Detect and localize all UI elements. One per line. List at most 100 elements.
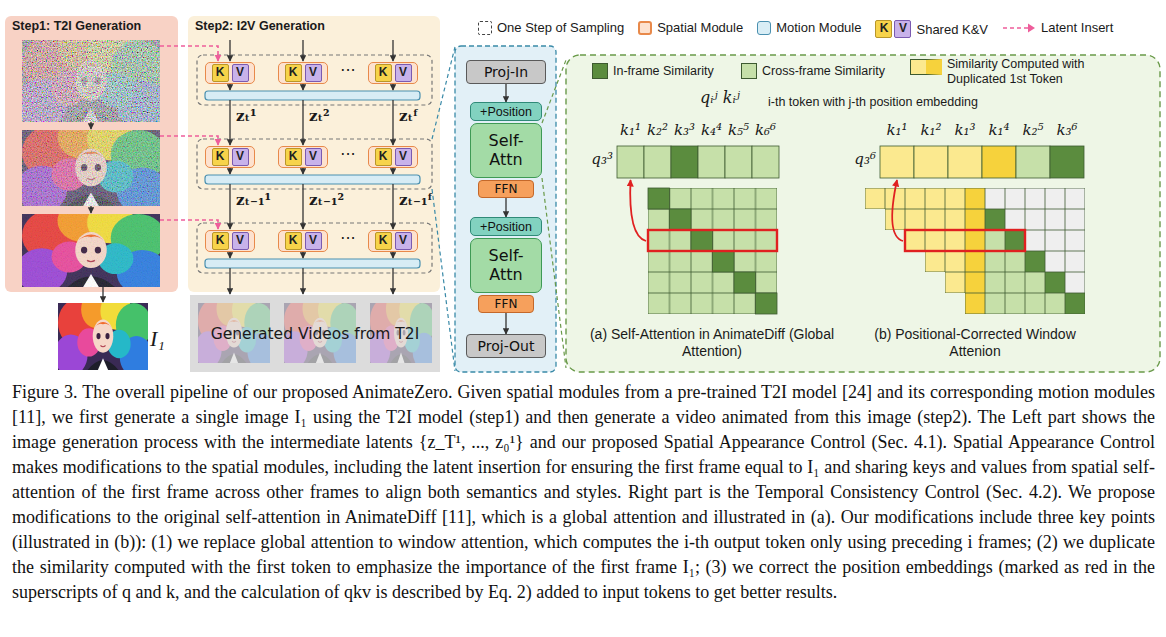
box-label: +Position bbox=[480, 105, 532, 119]
kv-letter: V bbox=[395, 232, 412, 250]
ellipsis: ··· bbox=[331, 61, 365, 80]
legend-swatch bbox=[592, 63, 608, 79]
box-label: +Position bbox=[480, 220, 532, 234]
generated-image bbox=[54, 290, 153, 377]
attention-panel bbox=[542, 55, 1160, 372]
legend-item: One Step of Sampling bbox=[478, 20, 624, 35]
key-label: k₁¹ bbox=[617, 121, 644, 139]
generated-image bbox=[22, 130, 160, 206]
generated-image bbox=[22, 40, 160, 122]
figure-caption: Figure 3. The overall pipeline of our pr… bbox=[12, 380, 1155, 605]
similarity-matrix-a bbox=[725, 146, 752, 178]
kv-letter: V bbox=[395, 64, 412, 82]
latent-label: zₜ₋₁ᶠ bbox=[399, 191, 433, 209]
shared-kv-module: KV bbox=[205, 62, 255, 84]
latent-label: zₜᶠ bbox=[399, 107, 419, 125]
motion-module-bar bbox=[205, 175, 420, 184]
flow-arrow bbox=[229, 268, 230, 294]
flow-arrow bbox=[392, 84, 393, 90]
legend-item: Similarity Computed with Duplicated 1st … bbox=[910, 57, 1107, 87]
motion-module-bar bbox=[205, 91, 420, 100]
flow-arrow bbox=[229, 252, 230, 258]
kv-letter: K bbox=[285, 148, 302, 166]
legend-sample bbox=[478, 21, 492, 35]
flow-connector bbox=[505, 198, 506, 218]
legend-item: In-frame Similarity bbox=[592, 63, 714, 79]
box-label: Proj-In bbox=[484, 64, 528, 80]
flow-arrow bbox=[392, 184, 393, 229]
legend-item: Spatial Module bbox=[638, 20, 743, 35]
legend-swatch bbox=[757, 21, 771, 35]
box-label: Proj-Out bbox=[478, 338, 535, 354]
kv-letter: K bbox=[375, 232, 392, 250]
latent-label: zₜ₋₁¹ bbox=[236, 191, 271, 209]
latent-label: zₜ¹ bbox=[236, 107, 257, 125]
legend-item: Motion Module bbox=[757, 20, 861, 35]
panel-title: Step2: I2V Generation bbox=[195, 19, 433, 33]
legend-text: Motion Module bbox=[776, 20, 861, 35]
motion-module-bar bbox=[205, 91, 420, 268]
flow-arrow bbox=[392, 252, 393, 258]
box-label: Self-Attn bbox=[475, 247, 537, 284]
video-thumbnails bbox=[195, 292, 436, 370]
kv-letter: K bbox=[212, 64, 229, 82]
key-label: k₆⁶ bbox=[752, 121, 779, 139]
legend-item: KVShared K&V bbox=[875, 20, 988, 38]
frame-row-outline bbox=[197, 139, 432, 189]
subfigure-caption: (a) Self-Attention in AnimateDiff (Globa… bbox=[587, 326, 837, 360]
legend-sample bbox=[1002, 22, 1036, 34]
legend-text: In-frame Similarity bbox=[613, 64, 714, 78]
query-label: q₃³ bbox=[579, 150, 613, 168]
flow-connector bbox=[505, 84, 506, 102]
flow-arrow bbox=[90, 206, 91, 213]
generated-image bbox=[16, 25, 168, 378]
similarity-matrix-b bbox=[925, 251, 1085, 272]
key-label: k₃³ bbox=[671, 121, 698, 139]
kv-letter: K bbox=[212, 232, 229, 250]
shared-kv-module: KV bbox=[205, 230, 255, 252]
flow-arrow bbox=[302, 168, 303, 174]
key-label: k₂² bbox=[644, 121, 671, 139]
legend-sample-head bbox=[1028, 23, 1035, 32]
kv-letter: K bbox=[212, 148, 229, 166]
similarity-matrix-b bbox=[905, 230, 1085, 251]
shared-kv-module: KV bbox=[278, 62, 328, 84]
panel-title: Step1: T2I Generation bbox=[12, 19, 171, 33]
similarity-matrix-a bbox=[752, 146, 779, 178]
video-output-box: Generated Videos from T2I bbox=[190, 295, 440, 372]
legend-swatch bbox=[741, 63, 757, 79]
projection-box: Proj-In bbox=[466, 60, 546, 84]
query-label: q₃⁶ bbox=[842, 150, 876, 168]
latent-insert-arrow bbox=[160, 136, 218, 145]
flow-arrow bbox=[392, 100, 393, 145]
selected-row-highlight bbox=[630, 180, 1025, 251]
shared-kv-module: KV bbox=[368, 230, 418, 252]
flow-arrow bbox=[302, 84, 303, 90]
ellipsis: ··· bbox=[331, 145, 365, 164]
flow-arrow bbox=[229, 84, 230, 90]
key-label: k₅⁵ bbox=[725, 121, 752, 139]
box-label: FFN bbox=[495, 182, 518, 196]
flow-arrow bbox=[302, 268, 303, 294]
similarity-matrix-b bbox=[1016, 146, 1050, 178]
kv-letter: V bbox=[395, 148, 412, 166]
similarity-matrix-a bbox=[734, 272, 756, 293]
frame-row-outline bbox=[197, 55, 432, 105]
shared-kv-module: KV bbox=[368, 62, 418, 84]
ellipsis: ··· bbox=[331, 229, 365, 248]
similarity-matrix-b bbox=[914, 146, 948, 178]
similarity-matrix-a bbox=[691, 230, 713, 251]
flow-arrow bbox=[90, 122, 91, 129]
selected-row-highlight bbox=[630, 180, 646, 241]
flow-arrow bbox=[302, 40, 303, 61]
step-panel-ground bbox=[5, 16, 178, 292]
generated-image bbox=[16, 25, 168, 131]
key-label: k₁¹ bbox=[880, 121, 914, 139]
kv-letter: K bbox=[375, 64, 392, 82]
sampling-step-outline bbox=[455, 46, 556, 372]
flow-arrow bbox=[392, 168, 393, 174]
similarity-matrix-a bbox=[617, 146, 644, 178]
key-label: k₄⁴ bbox=[698, 121, 725, 139]
kv-letter: V bbox=[305, 232, 322, 250]
